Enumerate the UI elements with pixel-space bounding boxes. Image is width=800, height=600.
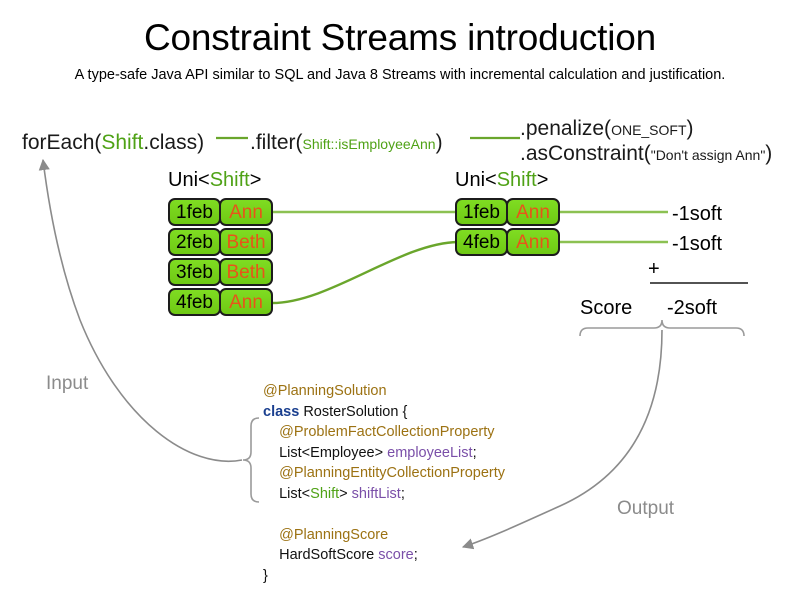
score-brace bbox=[579, 319, 745, 337]
filter-method: .filter( bbox=[250, 131, 303, 154]
shift-date: 3feb bbox=[168, 258, 221, 286]
penalty-label-1: -1soft bbox=[672, 203, 723, 225]
page-title: Constraint Streams introduction bbox=[143, 17, 657, 58]
code-fields-brace bbox=[242, 417, 260, 503]
filter-argument: Shift::isEmployeeAnn bbox=[302, 136, 436, 152]
code-token: List<Employee> bbox=[263, 444, 388, 461]
uni-right-prefix: Uni< bbox=[455, 169, 497, 191]
code-line bbox=[263, 504, 505, 525]
output-caption: Output bbox=[617, 498, 675, 519]
as-constraint-tail: ) bbox=[765, 142, 773, 165]
filter-tail: ) bbox=[435, 131, 443, 154]
code-token: score bbox=[378, 547, 414, 563]
code-token bbox=[263, 506, 267, 522]
shift-employee: Beth bbox=[219, 228, 273, 256]
code-token: HardSoftScore bbox=[263, 547, 379, 563]
score-label: Score bbox=[580, 297, 633, 319]
code-token: RosterSolution { bbox=[303, 403, 408, 420]
expression-for-each[interactable]: forEach(Shift.class) bbox=[22, 130, 204, 156]
code-line: List<Employee> employeeList; bbox=[263, 443, 505, 464]
uni-left-prefix: Uni< bbox=[168, 169, 210, 191]
shift-employee: Ann bbox=[219, 288, 273, 316]
shift-date: 1feb bbox=[168, 198, 221, 226]
shift-employee: Ann bbox=[506, 228, 560, 256]
shift-employee: Ann bbox=[506, 198, 560, 226]
code-token: shiftList bbox=[351, 485, 401, 502]
shift-date: 1feb bbox=[455, 198, 508, 226]
code-line: } bbox=[263, 566, 505, 587]
shift-date: 4feb bbox=[168, 288, 221, 316]
code-token: @PlanningEntityCollectionProperty bbox=[263, 465, 506, 481]
input-caption: Input bbox=[46, 373, 89, 394]
shift-date: 4feb bbox=[455, 228, 508, 256]
for-each-type: Shift bbox=[101, 131, 144, 154]
code-token: @PlanningSolution bbox=[263, 383, 387, 399]
code-line: @PlanningEntityCollectionProperty bbox=[263, 463, 505, 484]
penalize-method: .penalize( bbox=[520, 117, 612, 140]
page-subtitle: A type-safe Java API similar to SQL and … bbox=[74, 67, 726, 83]
uni-caption-right: Uni<Shift> bbox=[455, 168, 548, 192]
shift-employee: Beth bbox=[219, 258, 273, 286]
for-each-tail: .class) bbox=[143, 131, 205, 154]
uni-left-suffix: > bbox=[249, 169, 262, 191]
code-line: @PlanningScore bbox=[263, 525, 505, 546]
code-line: @PlanningSolution bbox=[263, 381, 505, 402]
code-line: class RosterSolution { bbox=[263, 402, 505, 423]
code-token: class bbox=[263, 403, 304, 420]
uni-left-type: Shift bbox=[209, 169, 250, 191]
expression-penalize[interactable]: .penalize(ONE_SOFT) bbox=[520, 116, 694, 143]
as-constraint-argument: "Don't assign Ann" bbox=[650, 147, 766, 163]
shift-date: 2feb bbox=[168, 228, 221, 256]
expression-as-constraint[interactable]: .asConstraint("Don't assign Ann") bbox=[520, 141, 772, 168]
as-constraint-method: .asConstraint( bbox=[520, 142, 651, 165]
for-each-method: forEach( bbox=[22, 131, 102, 154]
code-token: List< bbox=[263, 485, 311, 502]
penalize-tail: ) bbox=[686, 117, 694, 140]
uni-caption-left: Uni<Shift> bbox=[168, 168, 261, 192]
penalty-label-2: -1soft bbox=[672, 233, 723, 255]
code-token: @PlanningScore bbox=[263, 526, 389, 543]
code-line: HardSoftScore score; bbox=[263, 545, 505, 566]
uni-right-suffix: > bbox=[536, 169, 549, 191]
expression-filter[interactable]: .filter(Shift::isEmployeeAnn) bbox=[250, 130, 443, 157]
score-total: -2soft bbox=[667, 297, 718, 319]
penalize-argument: ONE_SOFT bbox=[611, 122, 687, 138]
code-token: > bbox=[339, 485, 352, 502]
code-token: @ProblemFactCollectionProperty bbox=[263, 424, 495, 440]
link-shift-4feb bbox=[271, 240, 459, 305]
code-line: List<Shift> shiftList; bbox=[263, 484, 505, 505]
code-token: } bbox=[263, 567, 268, 584]
code-token: ; bbox=[400, 485, 405, 502]
code-token: ; bbox=[472, 444, 477, 461]
code-token: employeeList bbox=[387, 444, 473, 461]
code-token: ; bbox=[413, 547, 418, 563]
uni-right-type: Shift bbox=[496, 169, 537, 191]
shift-employee: Ann bbox=[219, 198, 273, 226]
sum-operator: + bbox=[648, 258, 660, 280]
code-line: @ProblemFactCollectionProperty bbox=[263, 422, 505, 443]
code-token: Shift bbox=[310, 485, 340, 502]
